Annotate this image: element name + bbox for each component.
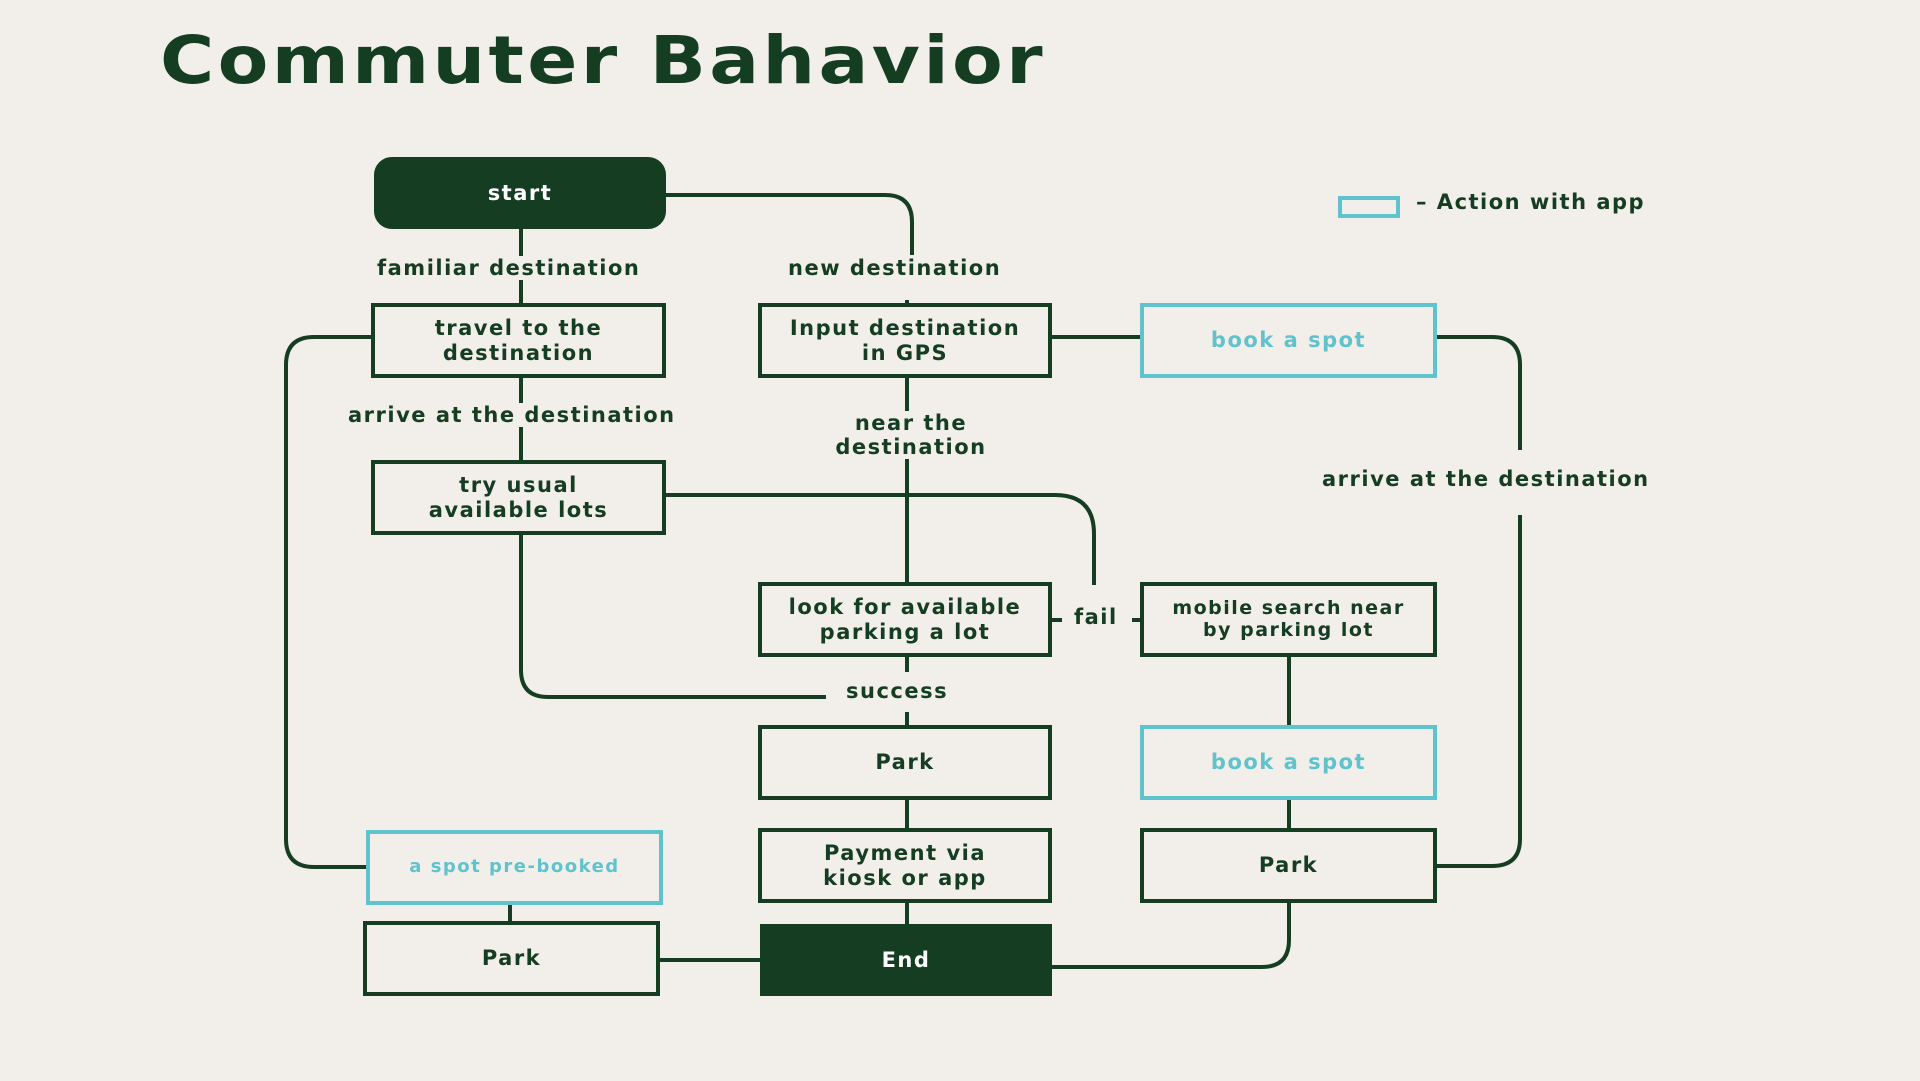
mobile-search-node: mobile search near by parking lot (1140, 582, 1437, 657)
page-title: Commuter Bahavior (160, 22, 1046, 99)
pre-booked-node: a spot pre-booked (366, 830, 663, 905)
edge-label-arrive-left: arrive at the destination (344, 403, 680, 428)
park-right-node: Park (1140, 828, 1437, 903)
mobile-search-label: mobile search near by parking lot (1172, 596, 1405, 641)
park-left-label: Park (481, 946, 542, 971)
park-right-label: Park (1258, 853, 1319, 878)
book-spot-label-1: book a spot (1210, 328, 1367, 353)
start-label: start (487, 180, 553, 205)
book-spot-label-2: book a spot (1210, 750, 1367, 775)
input-gps-label: Input destination in GPS (789, 316, 1021, 365)
end-node: End (760, 924, 1052, 996)
travel-node: travel to the destination (371, 303, 666, 378)
book-spot-node-1: book a spot (1140, 303, 1437, 378)
look-for-lot-node: look for available parking a lot (758, 582, 1052, 657)
try-usual-lots-label: try usual available lots (428, 473, 609, 522)
park-center-node: Park (758, 725, 1052, 800)
edge-label-near: near the destination (798, 411, 1024, 460)
end-label: End (881, 947, 931, 972)
park-center-label: Park (875, 750, 935, 775)
park-left-node: Park (363, 921, 660, 996)
try-usual-lots-node: try usual available lots (371, 460, 666, 535)
legend-text: – Action with app (1416, 190, 1646, 214)
edge-label-new-destination: new destination (784, 256, 1006, 281)
edge-label-arrive-right: arrive at the destination (1318, 467, 1654, 492)
edge-label-success: success (842, 679, 953, 704)
edge-label-fail: fail (1070, 605, 1122, 630)
payment-label: Payment via kiosk or app (823, 841, 987, 890)
input-gps-node: Input destination in GPS (758, 303, 1052, 378)
start-node: start (374, 157, 666, 229)
payment-node: Payment via kiosk or app (758, 828, 1052, 903)
legend-app-swatch (1338, 196, 1400, 218)
look-for-lot-label: look for available parking a lot (788, 595, 1022, 644)
travel-label: travel to the destination (434, 316, 603, 365)
pre-booked-label: a spot pre-booked (409, 856, 620, 878)
edge-label-familiar: familiar destination (373, 256, 645, 281)
book-spot-node-2: book a spot (1140, 725, 1437, 800)
